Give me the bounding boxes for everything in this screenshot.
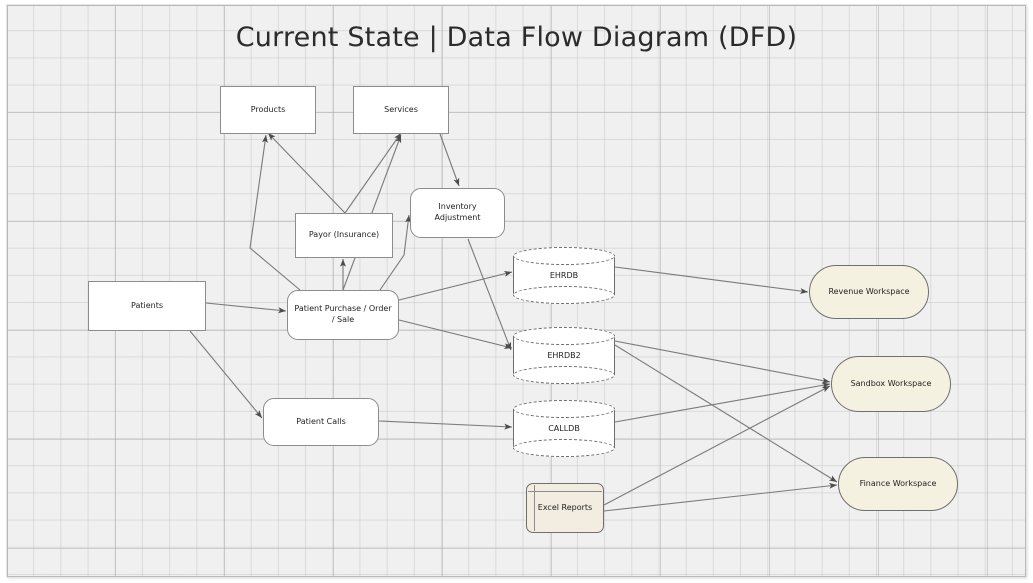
node-label: EHRDB	[549, 271, 579, 280]
edge-payor-to-services	[344, 132, 402, 214]
cylinder-bottom	[513, 366, 615, 384]
node-label: Patients	[130, 300, 164, 310]
node-payor[interactable]: Payor (Insurance)	[295, 213, 393, 258]
edge-purchase-to-inventory	[379, 214, 411, 291]
edge-services-to-inventory	[439, 133, 460, 187]
node-label: Sandbox Workspace	[850, 378, 932, 388]
node-label: Finance Workspace	[859, 478, 937, 488]
edge-patients-to-calls	[189, 330, 263, 419]
node-label: Inventory Adjustment	[434, 202, 481, 222]
cylinder-bottom	[513, 439, 615, 457]
node-label: Revenue Workspace	[828, 286, 910, 296]
cylinder-top	[513, 327, 615, 345]
node-services[interactable]: Services	[353, 86, 449, 134]
node-purchase[interactable]: Patient Purchase / Order / Sale	[287, 290, 399, 340]
node-patients[interactable]: Patients	[88, 281, 206, 331]
node-inventory[interactable]: Inventory Adjustment	[410, 188, 505, 238]
edges	[189, 132, 838, 512]
edge-patients-to-purchase	[205, 302, 287, 314]
edge-inventory-to-ehrdb2	[467, 238, 512, 351]
edge-ehrdb2-to-finance	[614, 344, 838, 483]
node-sandbox[interactable]: Sandbox Workspace	[831, 356, 951, 412]
node-label: Excel Reports	[537, 502, 593, 512]
cylinder-bottom	[513, 286, 615, 304]
node-label: Services	[384, 104, 418, 114]
node-label: Patient Calls	[296, 416, 346, 426]
node-ehrdb2[interactable]: EHRDB2	[513, 327, 615, 384]
node-label: Patient Purchase / Order / Sale	[294, 304, 392, 324]
edge-purchase-to-services	[342, 134, 402, 291]
node-calldb[interactable]: CALLDB	[513, 400, 615, 457]
edge-excel-to-sandbox	[603, 385, 831, 506]
edge-purchase-to-products	[249, 134, 301, 291]
node-finance[interactable]: Finance Workspace	[838, 457, 958, 511]
edge-payor-to-products	[267, 132, 346, 214]
page-title: Current State | Data Flow Diagram (DFD)	[235, 22, 798, 53]
node-label: Payor (Insurance)	[308, 230, 380, 240]
node-label: CALLDB	[548, 424, 580, 433]
node-excel[interactable]: Excel Reports	[526, 483, 604, 533]
node-revenue[interactable]: Revenue Workspace	[809, 265, 929, 319]
node-label: Products	[250, 104, 286, 114]
edge-purchase-to-ehrdb2	[398, 319, 513, 350]
node-label: EHRDB2	[547, 351, 581, 360]
edge-ehrdb2-to-sandbox	[614, 340, 831, 384]
edge-excel-to-finance	[603, 482, 838, 512]
edge-purchase-to-ehrdb	[398, 270, 513, 301]
edge-calls-to-calldb	[378, 420, 513, 430]
node-calls[interactable]: Patient Calls	[263, 398, 379, 446]
cylinder-top	[513, 400, 615, 418]
cylinder-top	[513, 247, 615, 265]
node-ehrdb[interactable]: EHRDB	[513, 247, 615, 304]
edge-ehrdb-to-revenue	[614, 266, 809, 294]
node-products[interactable]: Products	[220, 86, 316, 134]
edge-calldb-to-sandbox	[614, 382, 831, 423]
